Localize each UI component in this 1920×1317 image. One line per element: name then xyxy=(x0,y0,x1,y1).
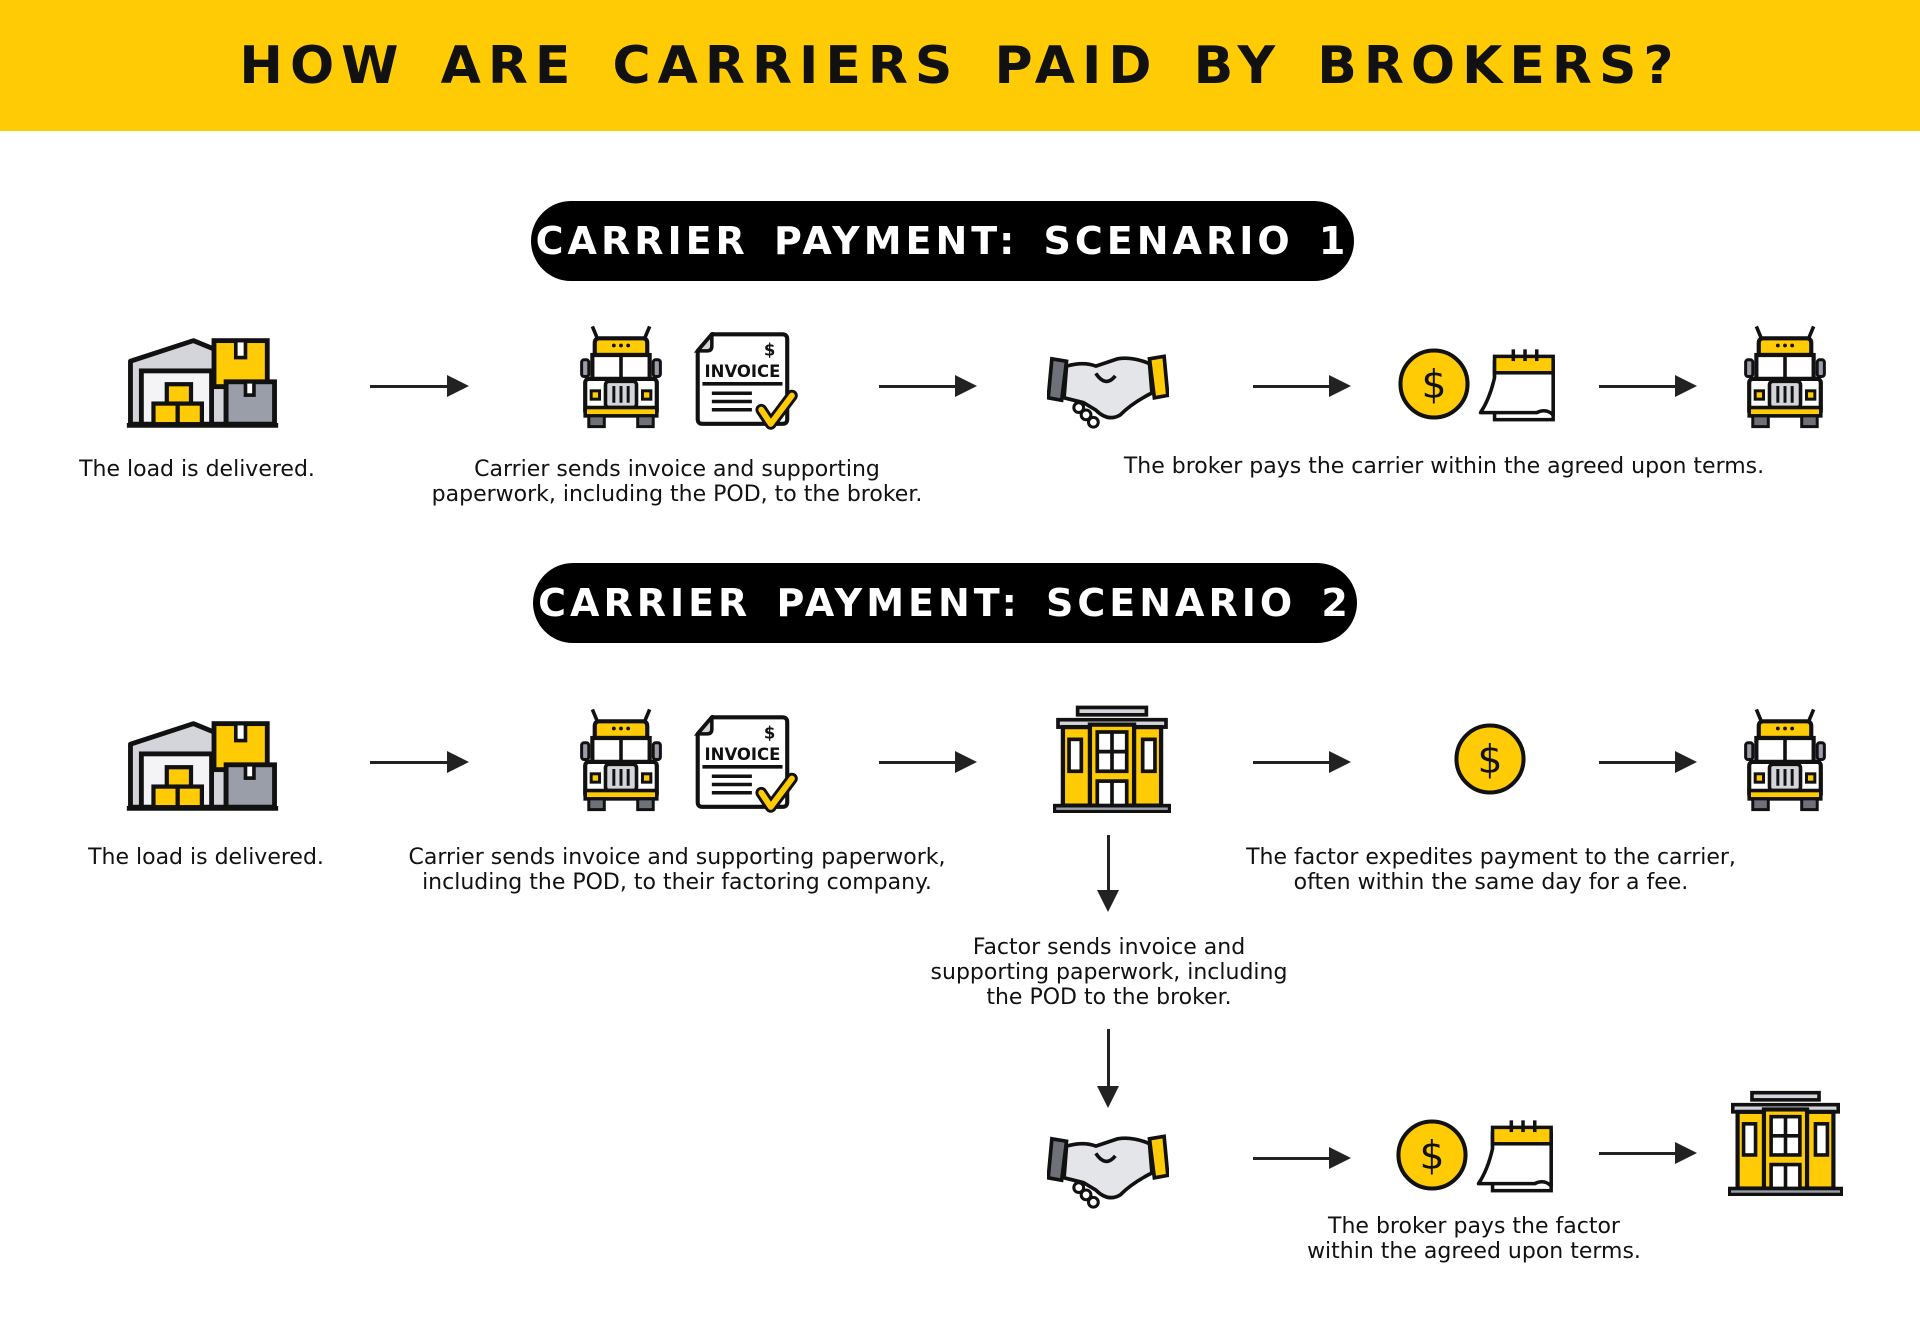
caption-broker-pays-carrier: The broker pays the carrier within the a… xyxy=(1123,454,1765,479)
warehouse-icon xyxy=(126,337,279,429)
truck-icon xyxy=(578,707,664,812)
building-icon xyxy=(1728,1090,1843,1196)
calendar-icon xyxy=(1478,347,1558,422)
handshake-icon xyxy=(1047,349,1169,432)
warehouse-icon xyxy=(126,720,279,812)
coin-dollar-glyph: $ xyxy=(1477,738,1502,783)
scenario-2-heading: CARRIER PAYMENT: SCENARIO 2 xyxy=(533,563,1357,643)
caption-carrier-sends-to-factor: Carrier sends invoice and supporting pap… xyxy=(408,845,946,895)
header-banner: HOW ARE CARRIERS PAID BY BROKERS? xyxy=(0,0,1920,131)
coin-icon: $ xyxy=(1395,1118,1469,1192)
invoice-label: INVOICE xyxy=(705,362,781,381)
dollar-glyph: $ xyxy=(764,724,775,743)
scenario-1-heading: CARRIER PAYMENT: SCENARIO 1 xyxy=(531,201,1354,281)
caption-load-delivered: The load is delivered. xyxy=(79,457,315,482)
page-title: HOW ARE CARRIERS PAID BY BROKERS? xyxy=(239,35,1681,96)
invoice-icon: $ INVOICE xyxy=(693,332,799,438)
truck-icon xyxy=(1742,707,1828,812)
truck-icon xyxy=(1742,324,1828,429)
invoice-icon: $ INVOICE xyxy=(693,715,799,821)
caption-load-delivered: The load is delivered. xyxy=(88,845,324,870)
coin-icon: $ xyxy=(1397,347,1471,421)
building-icon xyxy=(1053,705,1171,813)
dollar-glyph: $ xyxy=(764,341,775,360)
handshake-icon xyxy=(1047,1129,1169,1212)
invoice-label: INVOICE xyxy=(705,745,781,764)
truck-icon xyxy=(578,324,664,429)
coin-icon: $ xyxy=(1453,722,1527,796)
coin-dollar-glyph: $ xyxy=(1421,363,1446,408)
coin-dollar-glyph: $ xyxy=(1419,1134,1444,1179)
calendar-icon xyxy=(1476,1118,1556,1193)
caption-factor-expedites-payment: The factor expedites payment to the carr… xyxy=(1246,845,1736,895)
